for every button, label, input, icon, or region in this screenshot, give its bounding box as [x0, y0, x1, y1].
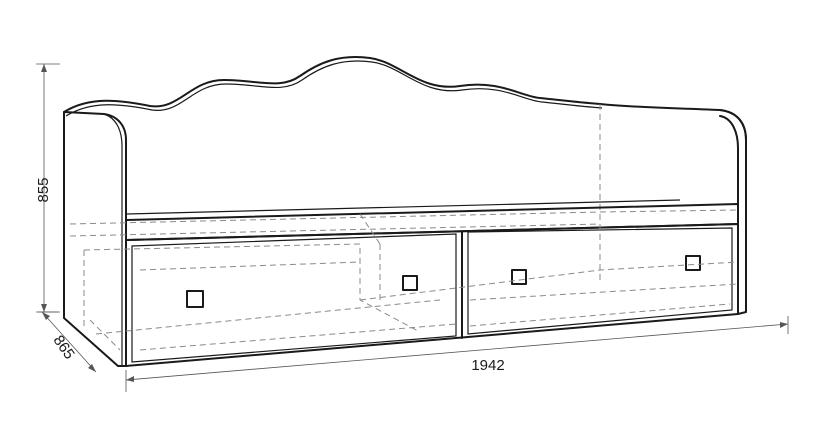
handle-right-drawer-1 [511, 269, 527, 285]
depth-label: 865 [50, 332, 78, 362]
drawer-left [131, 233, 457, 363]
height-dimension: 855 [35, 63, 60, 313]
front-fascia [125, 223, 739, 367]
right-panel [719, 109, 747, 315]
height-label: 855 [35, 177, 52, 202]
left-panel-edge [103, 113, 123, 366]
headboard-wave [63, 56, 747, 141]
drawer-right [467, 227, 733, 335]
handle-left-drawer-2 [402, 275, 418, 291]
platform-back-edge [125, 199, 681, 215]
width-dimension: 1942 [125, 316, 789, 392]
hidden-structure [69, 209, 739, 351]
width-label: 1942 [471, 357, 504, 374]
left-panel [63, 111, 127, 367]
handle-left-drawer-1 [186, 290, 204, 308]
handle-right-drawer-2 [685, 255, 701, 271]
headboard-wave-inner [65, 60, 603, 117]
